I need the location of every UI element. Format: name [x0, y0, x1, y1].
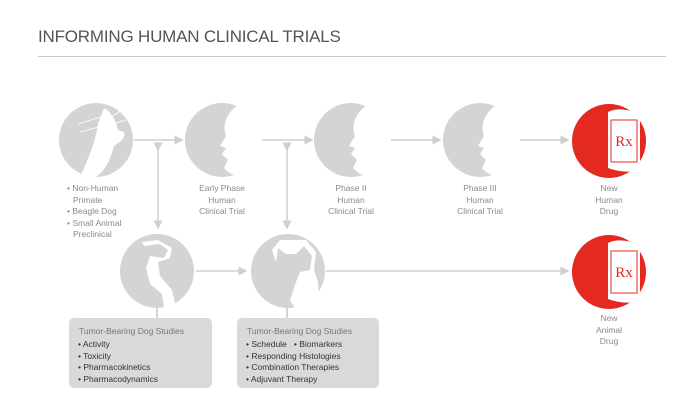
label-line: Human	[208, 194, 236, 205]
title-divider	[38, 56, 666, 57]
label-line: Early Phase	[199, 183, 245, 193]
human-profile-icon-early	[185, 100, 262, 177]
label-line: New	[600, 313, 618, 323]
human-profile-icon-phase2	[314, 100, 391, 177]
label-line: New	[600, 183, 618, 193]
label-line: Drug	[599, 336, 619, 346]
label-line: Human	[337, 194, 365, 205]
phase2-label: Phase II Human Clinical Trial	[306, 183, 396, 218]
rx-bottle-icon-human: Rx	[572, 104, 646, 178]
label-line: Clinical Trial	[199, 206, 245, 216]
label-line: Clinical Trial	[457, 206, 503, 216]
label-line: Animal	[596, 324, 622, 335]
box-item: • Adjuvant Therapy	[246, 373, 318, 384]
list-item: Primate	[73, 194, 103, 205]
rx-bottle-icon-animal: Rx	[572, 235, 646, 309]
label-line: Human	[595, 194, 623, 205]
new-animal-drug-label: New Animal Drug	[564, 313, 654, 348]
rx-label: Rx	[615, 134, 633, 150]
box-item: • Combination Therapies	[246, 362, 340, 372]
box-item: • Schedule • Biomarkers	[246, 339, 343, 349]
early-phase-label: Early Phase Human Clinical Trial	[177, 183, 267, 218]
list-item: • Non-Human	[67, 183, 119, 193]
list-item: • Small Animal	[67, 217, 122, 228]
label-line: Drug	[599, 206, 619, 216]
label-line: Clinical Trial	[328, 206, 374, 216]
list-item: Preclinical	[73, 229, 112, 239]
new-human-drug-label: New Human Drug	[564, 183, 654, 218]
dog-studies-box-2: Tumor-Bearing Dog Studies • Schedule • B…	[237, 318, 379, 388]
box-heading: Tumor-Bearing Dog Studies	[79, 326, 185, 336]
box-heading: Tumor-Bearing Dog Studies	[247, 326, 353, 336]
dog-studies-box-1: Tumor-Bearing Dog Studies • Activity • T…	[69, 318, 212, 388]
label-line: Human	[466, 194, 494, 205]
phase3-label: Phase III Human Clinical Trial	[435, 183, 525, 218]
box-item: • Pharmacodynamics	[78, 373, 158, 384]
primate-silhouette-icon	[59, 103, 133, 177]
label-line: Phase II	[335, 183, 367, 193]
box-item: • Responding Histologies	[246, 350, 341, 361]
human-profile-icon-phase3	[443, 100, 520, 177]
preclinical-list: • Non-Human Primate • Beagle Dog • Small…	[67, 183, 121, 241]
list-item: • Beagle Dog	[67, 206, 117, 216]
rx-label: Rx	[615, 265, 633, 281]
label-line: Phase III	[463, 183, 497, 193]
page-title: INFORMING HUMAN CLINICAL TRIALS	[38, 27, 341, 46]
box-item: • Pharmacokinetics	[78, 362, 151, 372]
dog-terrier-icon	[120, 234, 194, 308]
box-item: • Activity	[78, 339, 110, 349]
box-item: • Toxicity	[78, 350, 112, 361]
dog-bulldog-icon	[251, 234, 325, 310]
